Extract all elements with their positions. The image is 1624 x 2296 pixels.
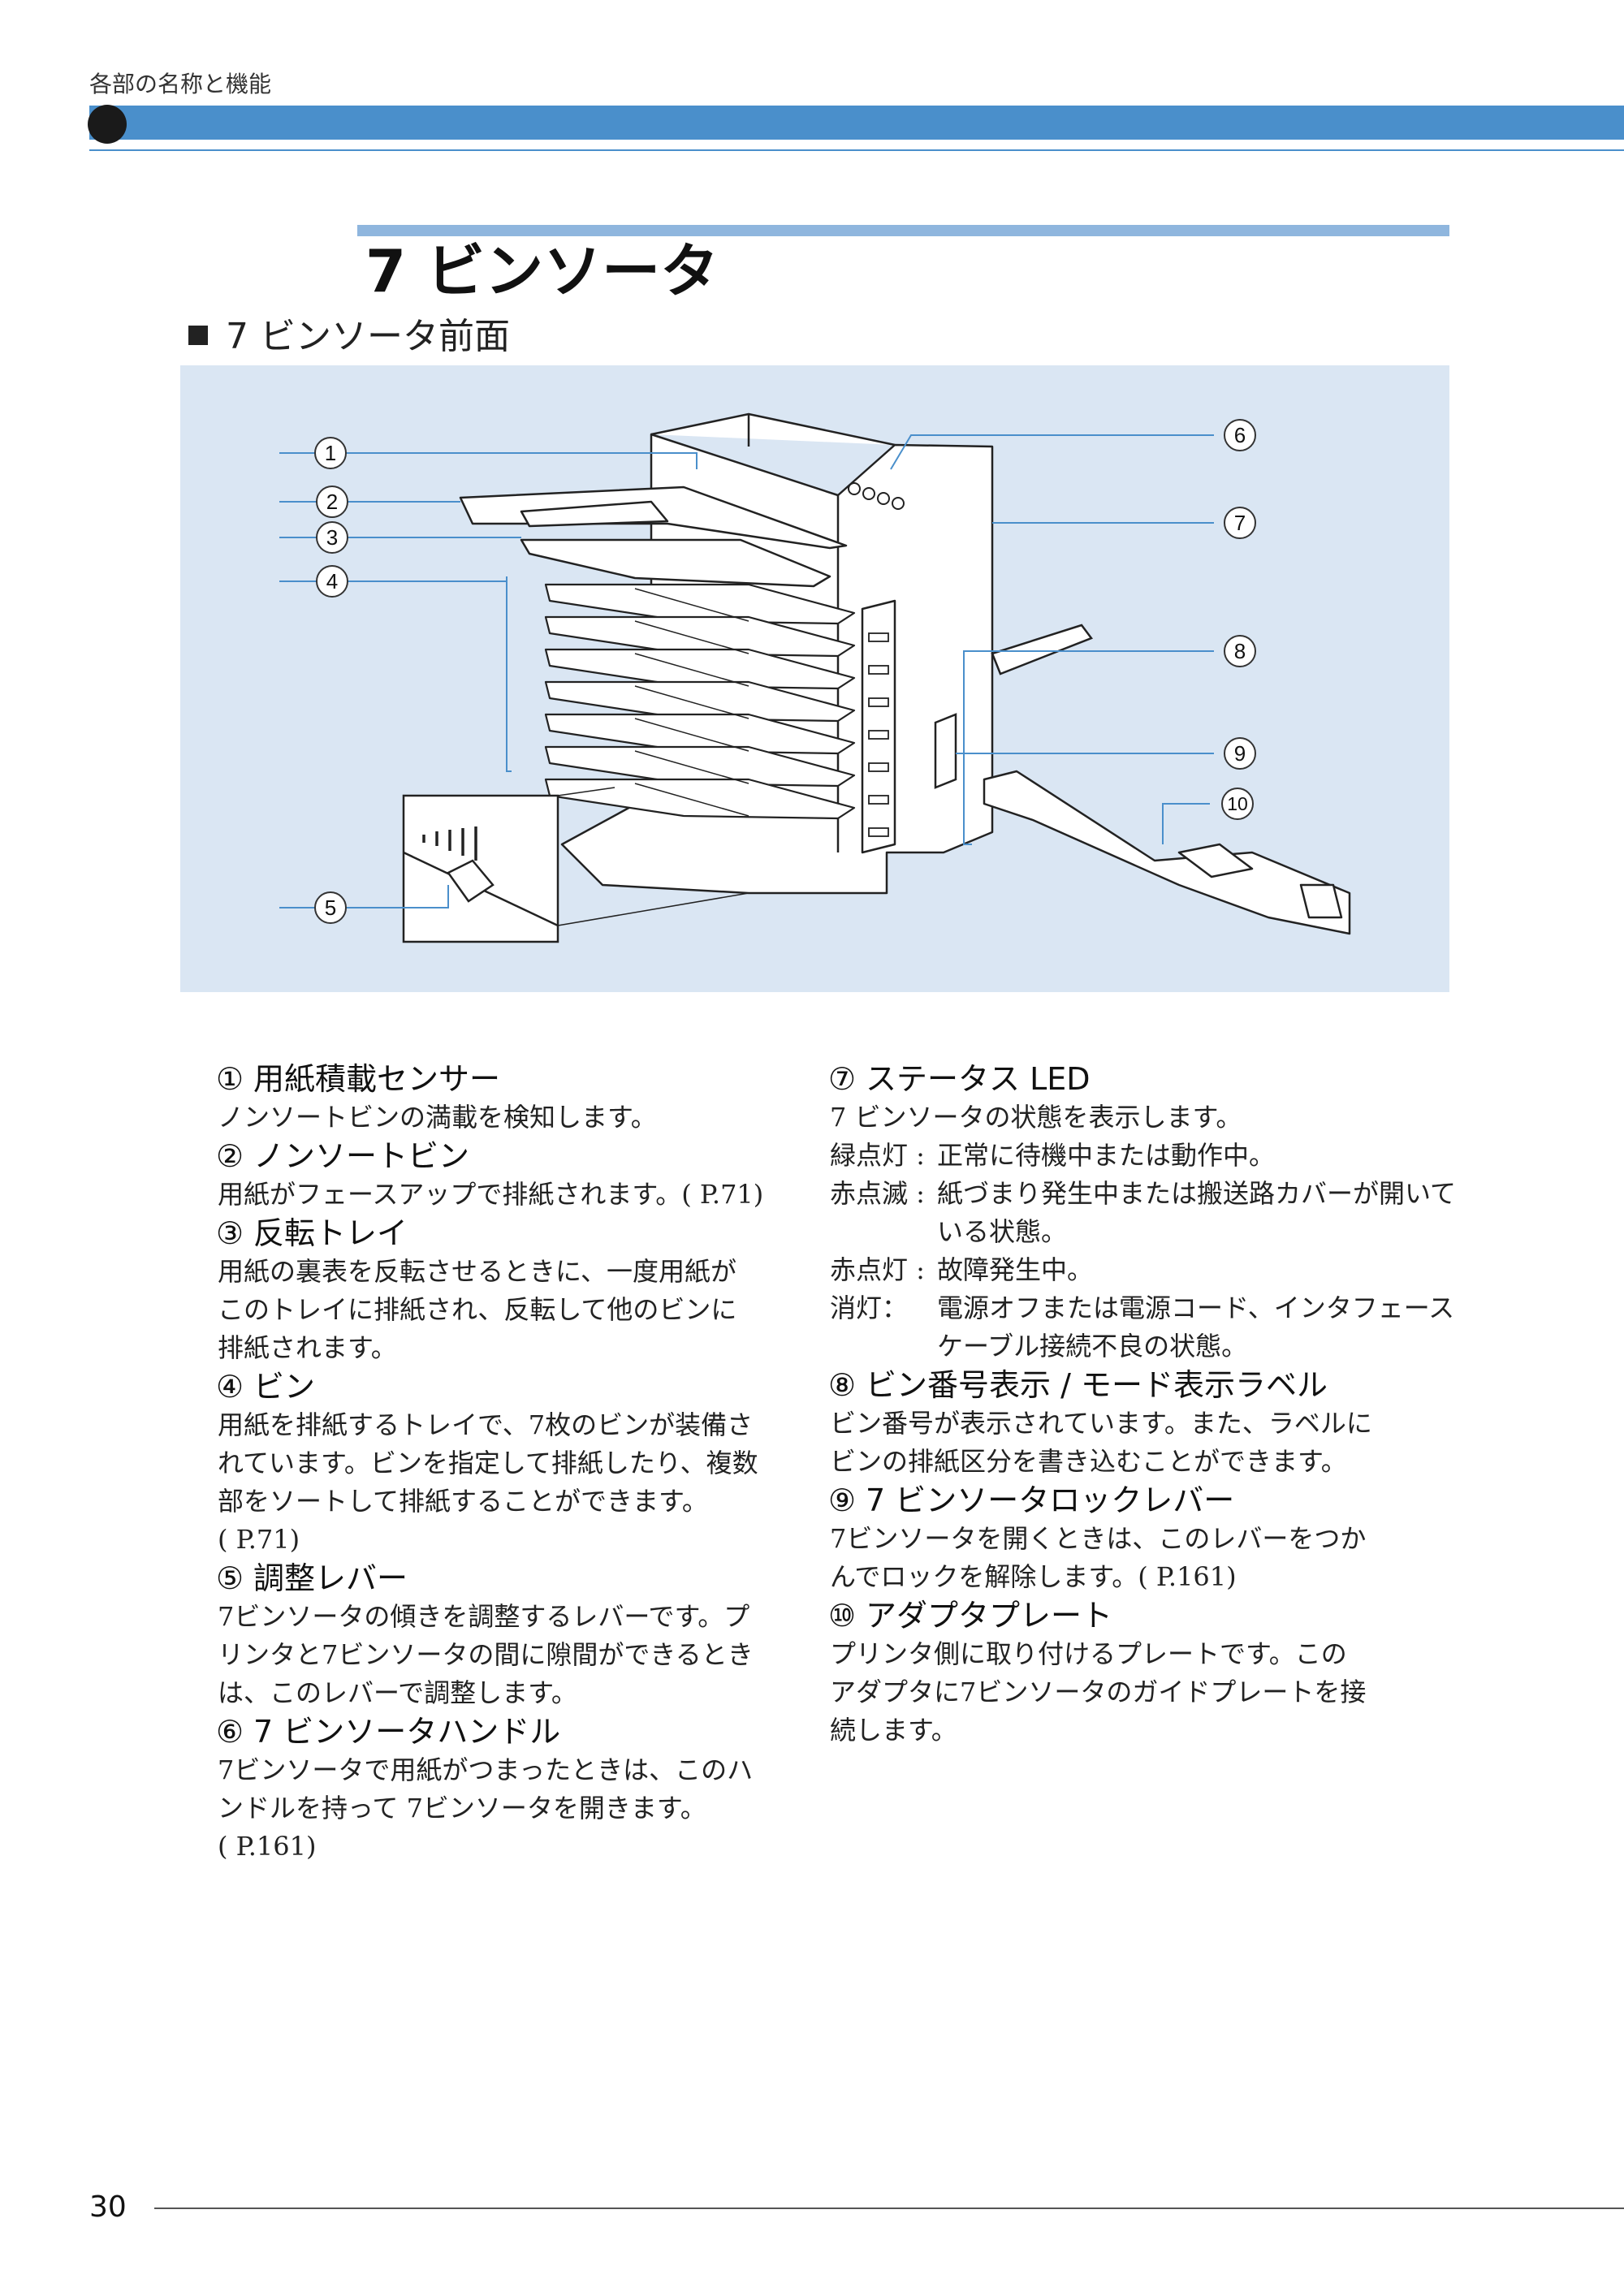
item-line: んでロックを解除します。( P.161) — [830, 1561, 1237, 1592]
item-line: 7ビンソータの傾きを調整するレバーです。プ — [218, 1601, 750, 1632]
item-line: は、このレバーで調整します。 — [218, 1677, 577, 1708]
item-line: このトレイに排紙され、反転して他のビンに — [218, 1294, 737, 1325]
callout-1: 1 — [325, 441, 336, 465]
square-bullet-icon — [188, 326, 208, 345]
item-line: ンドルを持って 7ビンソータを開きます。 — [218, 1793, 706, 1823]
item-line: ビン番号が表示されています。また、ラベルに — [830, 1408, 1372, 1439]
item-line: 部をソートして排紙することができます。 — [218, 1486, 708, 1517]
item-title: ビン番号表示 / モード表示ラベル — [866, 1367, 1328, 1403]
item-number: ③ — [216, 1215, 244, 1251]
callout-7: 7 — [1234, 511, 1246, 535]
header-rule — [89, 149, 1624, 151]
led-state: 消灯： — [830, 1293, 909, 1323]
item-line: 用紙を排紙するトレイで、7枚のビンが装備さ — [218, 1409, 754, 1440]
callout-6: 6 — [1234, 423, 1246, 447]
item-number: ⑦ — [828, 1061, 857, 1097]
sorter-illustration: 1 2 3 4 5 6 7 8 9 10 — [279, 412, 1351, 943]
callout-9: 9 — [1234, 741, 1246, 766]
item-line: 7 ビンソータの状態を表示します。 — [830, 1102, 1242, 1133]
led-meaning: 正常に待機中または動作中。 — [937, 1140, 1276, 1171]
item-title: 7 ビンソータロックレバー — [866, 1482, 1235, 1518]
item-number: ⑥ — [216, 1714, 244, 1750]
item-line: 7ビンソータで用紙がつまったときは、このハ — [218, 1754, 754, 1785]
callout-4: 4 — [326, 569, 338, 593]
item-line: ( P.161) — [218, 1831, 317, 1862]
led-meaning: 紙づまり発生中または搬送路カバーが開いている状態。 — [937, 1178, 1457, 1247]
item-title: 調整レバー — [253, 1560, 408, 1596]
led-row: 赤点滅 : 紙づまり発生中または搬送路カバーが開いている状態。 — [830, 1175, 1463, 1251]
item-line: ノンソートビンの満載を検知します。 — [218, 1102, 657, 1133]
page-number: 30 — [89, 2190, 127, 2224]
item-title: 7 ビンソータハンドル — [253, 1714, 561, 1750]
sub-heading-text: 7 ビンソータ前面 — [226, 316, 510, 357]
item-line: リンタと7ビンソータの間に隙間ができるとき — [218, 1639, 754, 1670]
item-line: れています。ビンを指定して排紙したり、複数 — [218, 1448, 758, 1478]
callout-3: 3 — [326, 525, 338, 550]
item-title: 反転トレイ — [253, 1215, 408, 1251]
led-row: 緑点灯 : 正常に待機中または動作中。 — [830, 1137, 1463, 1175]
sorter-figure: 1 2 3 4 5 6 7 8 9 10 — [180, 365, 1449, 992]
item-title: アダプタプレート — [866, 1598, 1113, 1634]
callout-8: 8 — [1234, 639, 1246, 663]
led-row: 消灯： 電源オフまたは電源コード、インタフェースケーブル接続不良の状態。 — [830, 1289, 1463, 1366]
led-meaning: 電源オフまたは電源コード、インタフェースケーブル接続不良の状態。 — [937, 1293, 1455, 1362]
led-row: 赤点灯 : 故障発生中。 — [830, 1251, 1463, 1289]
item-line: ( P.71) — [218, 1524, 300, 1555]
item-number: ④ — [216, 1369, 244, 1405]
item-number: ⑩ — [828, 1598, 857, 1634]
item-number: ⑤ — [216, 1560, 244, 1596]
item-line: ビンの排紙区分を書き込むことができます。 — [830, 1446, 1347, 1477]
led-state: 赤点滅 : — [830, 1178, 925, 1209]
header-bullet-dot — [88, 105, 127, 144]
led-meaning: 故障発生中。 — [937, 1254, 1094, 1285]
title-accent-bar — [357, 225, 1449, 236]
callout-2: 2 — [326, 490, 338, 514]
item-title: ノンソートビン — [253, 1138, 470, 1174]
item-line: 用紙の裏表を反転させるときに、一度用紙が — [218, 1256, 737, 1287]
item-line: 続します。 — [830, 1715, 957, 1746]
item-number: ① — [216, 1061, 244, 1097]
page-title: 7 ビンソータ — [365, 237, 719, 305]
item-line: 用紙がフェースアップで排紙されます。( P.71) — [218, 1179, 764, 1210]
item-line: 排紙されます。 — [218, 1332, 397, 1363]
led-state: 赤点灯 : — [830, 1254, 925, 1285]
item-number: ② — [216, 1138, 244, 1174]
item-line: アダプタに7ビンソータのガイドプレートを接 — [830, 1677, 1367, 1707]
callout-10: 10 — [1227, 793, 1248, 814]
callout-5: 5 — [325, 896, 336, 920]
section-label: 各部の名称と機能 — [89, 71, 272, 97]
item-title: ビン — [253, 1369, 316, 1405]
footer-rule — [154, 2208, 1624, 2209]
item-title: ステータス LED — [866, 1061, 1091, 1097]
item-line: 7ビンソータを開くときは、このレバーをつか — [830, 1523, 1367, 1554]
sub-heading: 7 ビンソータ前面 — [188, 307, 510, 359]
item-number: ⑨ — [828, 1482, 857, 1518]
led-state: 緑点灯 : — [830, 1140, 925, 1171]
item-line: プリンタ側に取り付けるプレートです。この — [830, 1638, 1347, 1669]
header-bar — [89, 106, 1624, 140]
item-title: 用紙積載センサー — [253, 1061, 501, 1097]
item-number: ⑧ — [828, 1367, 857, 1403]
